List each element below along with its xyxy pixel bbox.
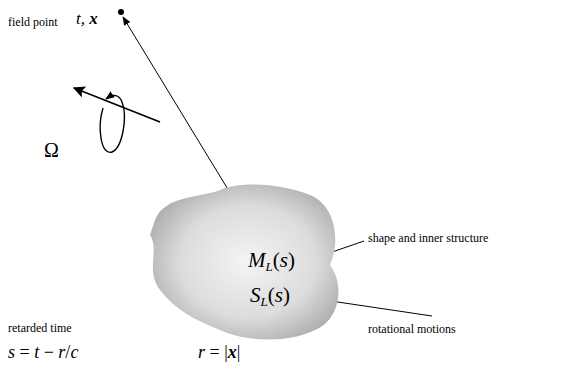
label-holder: Ω <box>44 139 59 162</box>
field-point-coords: t, x <box>76 9 98 28</box>
text-part: r <box>58 342 65 362</box>
equation: s = t − r/c <box>8 342 78 362</box>
text-part: | <box>237 342 241 362</box>
equation: r = |x| <box>198 342 240 362</box>
multipole-moment: ML(s) <box>248 248 295 272</box>
text-part: ) <box>283 283 290 307</box>
label-holder: retarded time <box>8 318 72 336</box>
text-part: S <box>250 283 261 307</box>
text-part: s <box>275 283 283 307</box>
text-holder: ML(s) <box>248 248 295 275</box>
rotation-axis <box>74 88 160 122</box>
annotation: shape and inner structure <box>368 231 488 245</box>
text-part: r <box>198 342 205 362</box>
text-part: − <box>39 342 58 362</box>
rigid-body: ML(s)SL(s) <box>145 180 345 342</box>
annotation: retarded time <box>8 321 72 335</box>
text-part: / <box>65 342 70 362</box>
text-part: ) <box>288 248 295 272</box>
position-arrow <box>123 17 232 196</box>
text-part: t, <box>76 9 89 28</box>
text-part: = | <box>205 342 228 362</box>
label-holder: rotational motions <box>368 319 456 337</box>
body-outline <box>145 180 345 342</box>
text-part: ( <box>268 283 275 307</box>
label-holder: field point <box>8 12 58 30</box>
text-part: s <box>280 248 288 272</box>
text-part: s <box>8 342 15 362</box>
label-holder: r = |x| <box>198 342 240 363</box>
text-part: L <box>266 259 273 274</box>
text-part: ( <box>273 248 280 272</box>
body-shape <box>150 185 338 340</box>
text-part: x <box>89 9 98 28</box>
text-part: t <box>34 342 39 362</box>
label-holder: s = t − r/c <box>8 342 78 363</box>
rotation-curl <box>100 96 124 153</box>
field-point-label: field point <box>8 15 58 29</box>
text-part: x <box>228 342 237 362</box>
label-holder: shape and inner structure <box>368 228 488 246</box>
text-part: L <box>261 294 268 309</box>
annotation: rotational motions <box>368 322 456 336</box>
text-part: c <box>70 342 78 362</box>
text-part: = <box>15 342 34 362</box>
text-holder: SL(s) <box>250 283 290 310</box>
multipole-moment: SL(s) <box>250 283 290 307</box>
label-holder: t, x <box>76 9 98 29</box>
text-part: M <box>248 248 266 272</box>
field-point-dot <box>118 9 124 15</box>
angular-velocity-symbol: Ω <box>44 139 59 161</box>
